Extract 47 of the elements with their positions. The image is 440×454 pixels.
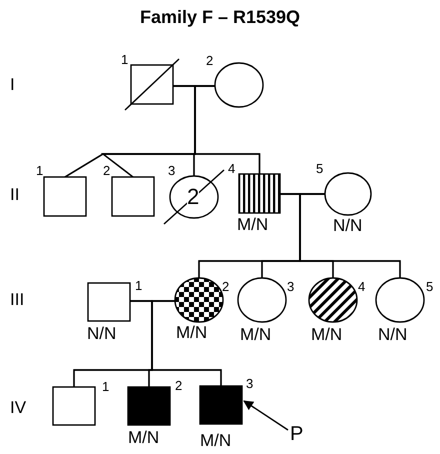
generation-label: II [10, 186, 20, 203]
proband-label: P [290, 424, 304, 444]
generation-label: I [10, 76, 15, 93]
individual-number: 3 [168, 164, 176, 177]
affected-female-circle [308, 277, 358, 323]
individual-number: 5 [316, 162, 324, 175]
individual-number: 1 [121, 53, 128, 66]
pedigree-title: Family F – R1539Q [138, 8, 302, 26]
individual-number: 1 [36, 164, 44, 177]
individual-number: 3 [287, 280, 294, 293]
male-square [87, 282, 131, 322]
genotype-label: N/N [378, 326, 408, 343]
individual-number: 4 [228, 162, 236, 175]
female-circle [375, 277, 425, 323]
male-square [52, 386, 96, 426]
genotype-label: M/N [311, 326, 342, 343]
individual-number: 2 [175, 379, 182, 392]
genotype-label: M/N [128, 429, 160, 446]
affected-female-circle [174, 277, 224, 323]
individual-number: 4 [358, 280, 366, 293]
female-circle [237, 277, 287, 323]
affected-male-square [199, 385, 243, 425]
arrow [243, 400, 288, 431]
individual-number: 2 [206, 54, 214, 67]
male-square [43, 176, 87, 217]
genotype-label: M/N [176, 324, 208, 341]
genotype-label: N/N [333, 217, 362, 234]
genotype-label: M/N [237, 216, 268, 233]
generation-label: IV [10, 399, 26, 416]
individual-number: 1 [102, 380, 110, 393]
individual-number: 3 [246, 377, 254, 390]
male-square [111, 176, 155, 217]
genotype-label: M/N [200, 432, 232, 449]
individual-number: 1 [135, 279, 142, 292]
affected-male-square [238, 173, 281, 214]
pedigree-line [299, 193, 401, 278]
individual-number: 2 [222, 280, 230, 293]
pedigree-line [194, 85, 260, 174]
individual-number: 5 [426, 280, 434, 293]
genotype-label: M/N [240, 326, 272, 343]
pedigree-line [151, 300, 222, 386]
female-circle [324, 172, 372, 216]
generation-label: III [10, 291, 24, 308]
affected-male-square [127, 386, 171, 426]
female-circle [214, 62, 264, 108]
individual-number: 2 [103, 164, 110, 177]
genotype-label: N/N [87, 325, 116, 342]
